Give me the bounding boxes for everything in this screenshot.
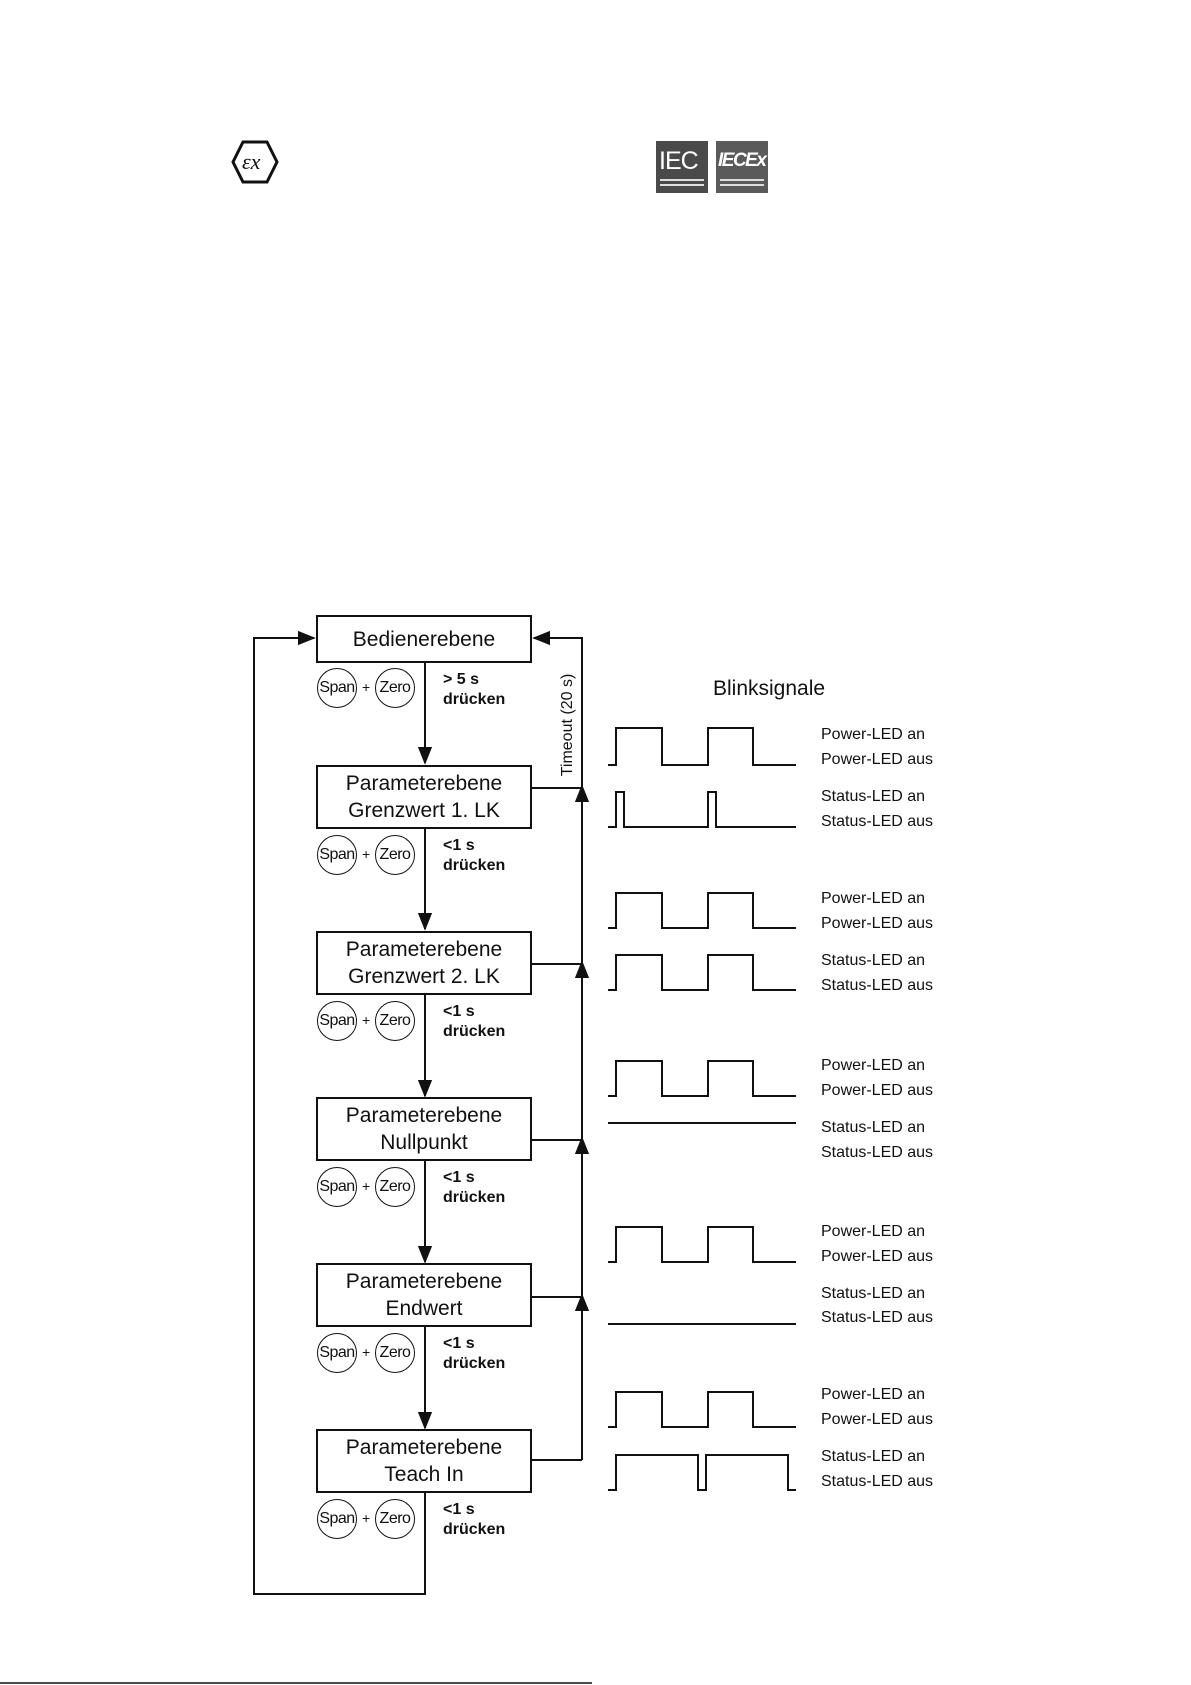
iecex-logo-text: IECEx — [718, 150, 767, 171]
level-label: Bedienerebene — [352, 627, 496, 651]
iec-logo: IEC — [656, 141, 708, 193]
span-button: Span — [317, 1001, 357, 1041]
press-action: drücken — [443, 857, 506, 874]
power-led-on-label: Power-LED an — [821, 1223, 926, 1240]
power-led-waveform — [608, 892, 796, 929]
ex-hexagon-icon: εx — [231, 140, 279, 184]
level-sublabel: Endwert — [385, 1297, 463, 1320]
level-box-bedienerebene: Bedienerebene — [316, 615, 532, 663]
zero-button: Zero — [375, 1333, 415, 1373]
status-led-on-label: Status-LED an — [821, 1448, 926, 1465]
status-led-off-label: Status-LED aus — [821, 813, 934, 830]
status-led-off-label: Status-LED aus — [821, 1473, 934, 1490]
blink-title: Blinksignale — [713, 677, 826, 700]
zero-button: Zero — [375, 1499, 415, 1539]
status-led-off-label: Status-LED aus — [821, 1144, 934, 1161]
plus-sign: + — [362, 679, 371, 695]
press-time: <1 s — [443, 1335, 475, 1352]
iec-logo-text: IEC — [659, 147, 699, 175]
plus-sign: + — [362, 1344, 371, 1360]
plus-sign: + — [362, 846, 371, 862]
level-label: Parameterebene — [345, 1270, 503, 1293]
press-instruction: <1 s drücken — [443, 1500, 505, 1540]
status-led-on-label: Status-LED an — [821, 952, 926, 969]
return-loop — [253, 630, 426, 1595]
press-instruction: <1 s drücken — [443, 1168, 505, 1208]
level-sublabel: Nullpunkt — [380, 1131, 468, 1154]
power-led-off-label: Power-LED aus — [821, 751, 934, 768]
level-box-grenzwert-1: Parameterebene Grenzwert 1. LK — [316, 765, 532, 829]
press-time: <1 s — [443, 1169, 475, 1186]
svg-text:εx: εx — [242, 149, 261, 174]
plus-sign: + — [362, 1012, 371, 1028]
status-led-waveform — [608, 1454, 796, 1491]
level-box-endwert: Parameterebene Endwert — [316, 1263, 532, 1327]
press-instruction: <1 s drücken — [443, 1334, 505, 1374]
status-led-off-label: Status-LED aus — [821, 1309, 934, 1326]
status-led-off-label: Status-LED aus — [821, 977, 934, 994]
press-time: <1 s — [443, 1501, 475, 1518]
power-led-off-label: Power-LED aus — [821, 1082, 934, 1099]
power-led-off-label: Power-LED aus — [821, 1411, 934, 1428]
level-box-grenzwert-2: Parameterebene Grenzwert 2. LK — [316, 931, 532, 995]
span-button: Span — [317, 668, 357, 708]
power-led-waveform — [608, 1391, 796, 1428]
press-action: drücken — [443, 1189, 506, 1206]
press-time: <1 s — [443, 837, 475, 854]
zero-button: Zero — [375, 1001, 415, 1041]
level-label: Parameterebene — [345, 938, 503, 961]
power-led-on-label: Power-LED an — [821, 1057, 926, 1074]
plus-sign: + — [362, 1510, 371, 1526]
status-led-on-label: Status-LED an — [821, 1285, 926, 1302]
zero-button: Zero — [375, 1167, 415, 1207]
zero-button: Zero — [375, 668, 415, 708]
status-led-waveform — [608, 954, 796, 991]
power-led-waveform — [608, 1060, 796, 1097]
power-led-on-label: Power-LED an — [821, 1386, 926, 1403]
status-led-on-label: Status-LED an — [821, 788, 926, 805]
level-box-nullpunkt: Parameterebene Nullpunkt — [316, 1097, 532, 1161]
span-button: Span — [317, 1333, 357, 1373]
timeout-line — [532, 630, 583, 1460]
press-instruction: > 5 s drücken — [443, 670, 505, 710]
power-led-off-label: Power-LED aus — [821, 915, 934, 932]
press-action: drücken — [443, 1023, 506, 1040]
level-label: Parameterebene — [345, 1104, 503, 1127]
iecex-logo: IECEx — [716, 141, 768, 193]
status-led-waveform — [608, 791, 796, 828]
press-action: drücken — [443, 1355, 506, 1372]
level-sublabel: Teach In — [384, 1463, 464, 1486]
power-led-on-label: Power-LED an — [821, 890, 926, 907]
press-time: <1 s — [443, 1003, 475, 1020]
level-label: Parameterebene — [345, 772, 503, 795]
plus-sign: + — [362, 1178, 371, 1194]
span-button: Span — [317, 1499, 357, 1539]
status-led-on-label: Status-LED an — [821, 1119, 926, 1136]
span-button: Span — [317, 835, 357, 875]
press-time: > 5 s — [443, 671, 480, 688]
span-button: Span — [317, 1167, 357, 1207]
press-action: drücken — [443, 691, 506, 708]
power-led-on-label: Power-LED an — [821, 726, 926, 743]
zero-button: Zero — [375, 835, 415, 875]
level-sublabel: Grenzwert 1. LK — [348, 799, 500, 822]
press-instruction: <1 s drücken — [443, 1002, 505, 1042]
level-sublabel: Grenzwert 2. LK — [348, 965, 500, 988]
press-instruction: <1 s drücken — [443, 836, 505, 876]
power-led-waveform — [608, 727, 796, 766]
power-led-waveform — [608, 1226, 796, 1263]
power-led-off-label: Power-LED aus — [821, 1248, 934, 1265]
level-label: Parameterebene — [345, 1436, 503, 1459]
press-action: drücken — [443, 1521, 506, 1538]
timeout-label: Timeout (20 s) — [559, 673, 576, 777]
level-box-teach-in: Parameterebene Teach In — [316, 1429, 532, 1493]
